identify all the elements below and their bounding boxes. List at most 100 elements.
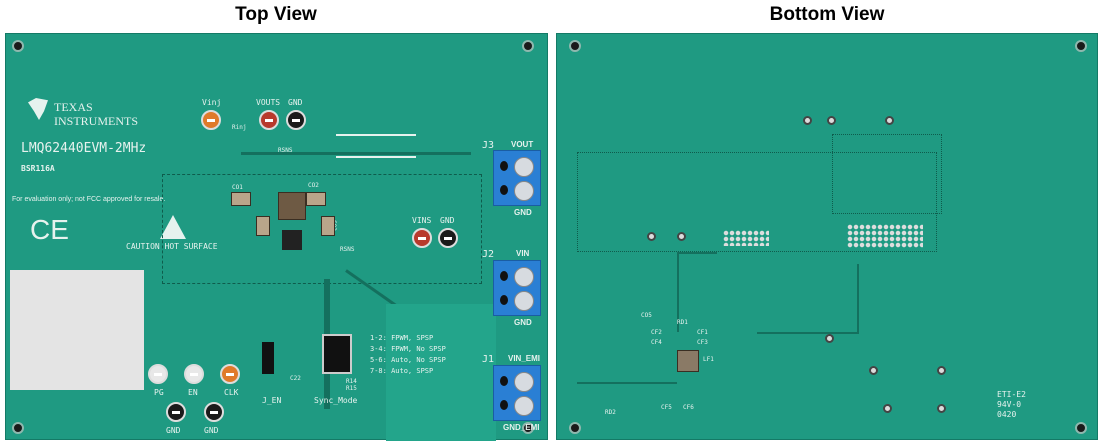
test-point-pg [148,364,168,384]
caution-label: CAUTION HOT SURFACE [126,242,218,251]
mount-hole [569,40,581,52]
revision: BSR116A [21,164,55,173]
via-array [847,224,923,248]
ref-rd1: RD1 [677,319,688,326]
ref-rd2: RD2 [605,409,616,416]
trace [241,152,471,155]
via [803,116,812,125]
terminal-label-vin-emi: VIN_EMI [508,354,541,363]
ref-j2: J2 [482,249,495,260]
sync-mode-legend: 7-8: Auto, SPSP [370,367,434,375]
ce-mark: CE [30,214,69,245]
tp-label-en: EN [188,388,198,397]
inductor [278,192,306,220]
mount-hole [1075,40,1087,52]
ref-cf5: CF5 [661,404,672,411]
top-view-title: Top View [235,4,317,25]
board-marking: 94V-0 [997,400,1022,409]
tp-label-clk: CLK [224,388,239,397]
trace [677,252,717,254]
tp-label-vinj: Vinj [202,98,222,107]
trace [857,264,859,334]
board-marking: 0420 [997,410,1017,419]
capacitor [321,216,335,236]
tp-label-gnd: GND [204,426,219,435]
via [677,232,686,241]
terminal-label-vin: VIN [516,249,530,258]
ref-rsns: RSNS [278,147,293,154]
tp-label-pg: PG [154,388,164,397]
fcc-notice: For evaluation only; not FCC approved fo… [12,196,166,203]
test-point-gnd [438,228,458,248]
tp-label-gnd: GND [166,426,181,435]
test-point-clk [220,364,240,384]
j-en-label: J_EN [262,396,282,405]
ref-j3: J3 [482,140,495,151]
mount-hole [12,40,24,52]
via [883,404,892,413]
mount-hole [522,422,534,434]
ref-cf4: CF4 [651,339,662,346]
via [937,366,946,375]
regulator-ic [282,230,302,250]
board-marking: ETI-E2 [997,390,1026,399]
test-point-vinj [201,110,221,130]
mount-hole [569,422,581,434]
sync-mode-legend: 3-4: FPWM, No SPSP [370,345,446,353]
ref-c22: C22 [290,375,301,382]
ref-r14: R14 [346,378,357,385]
via [937,404,946,413]
ref-rinj: Rinj [232,124,247,131]
mount-hole [1075,422,1087,434]
capacitor [231,192,251,206]
trace [757,332,859,334]
via-array [723,230,769,246]
terminal-label-vout: VOUT [511,140,534,149]
ref-cf3: CF3 [697,339,708,346]
via [827,116,836,125]
test-point-vins [412,228,432,248]
sync-mode-header [322,334,352,374]
capacitor [256,216,270,236]
board-outline [162,174,482,284]
ref-r15: R15 [346,385,357,392]
ref-cf2: CF2 [651,329,662,336]
ref-co5: CO5 [641,312,652,319]
board-outline [832,134,942,214]
sync-mode-legend: 5-6: Auto, No SPSP [370,356,446,364]
ref-j1: J1 [482,354,495,365]
terminal-label-gnd: GND [514,318,532,327]
test-point-vouts [259,110,279,130]
hot-surface-warning-icon [160,215,186,239]
copper-pour [386,304,496,441]
label-area [10,270,144,390]
tp-label-vins: VINS [412,216,432,225]
ti-logo [28,98,48,120]
ref-cf1: CF1 [697,329,708,336]
terminal-block-vin-emi [493,365,541,421]
ref-lf1: LF1 [703,356,714,363]
test-point-en [184,364,204,384]
test-point-gnd [286,110,306,130]
bottom-board-photo: CO5 CF2 CF4 CF1 CF3 LF1 CF5 CF6 RD1 RD2 … [556,33,1098,440]
top-board-photo: TEXAS INSTRUMENTS LMQ62440EVM-2MHz BSR11… [5,33,548,441]
j-en-header [262,342,274,374]
sync-mode-label: Sync_Mode [314,396,358,405]
terminal-label-gnd: GND [514,208,532,217]
mount-hole [12,422,24,434]
pads-row [336,134,416,158]
tp-label-gnd: GND [440,216,455,225]
via [885,116,894,125]
terminal-label-gnd-emi: GND_EMI [503,423,540,432]
ref-rsns: RSNS [340,246,355,253]
ref-co1: CO1 [232,184,243,191]
ref-co2: CO2 [308,182,319,189]
capacitor [306,192,326,206]
terminal-block-vin [493,260,541,316]
board-outline [577,152,937,252]
tp-label-vouts: VOUTS [256,98,281,107]
bottom-view-title: Bottom View [769,4,885,25]
sync-mode-legend: 1-2: FPWM, SPSP [370,334,434,342]
inductor-lf1 [677,350,699,372]
ti-logo-text-2: INSTRUMENTS [54,114,139,128]
